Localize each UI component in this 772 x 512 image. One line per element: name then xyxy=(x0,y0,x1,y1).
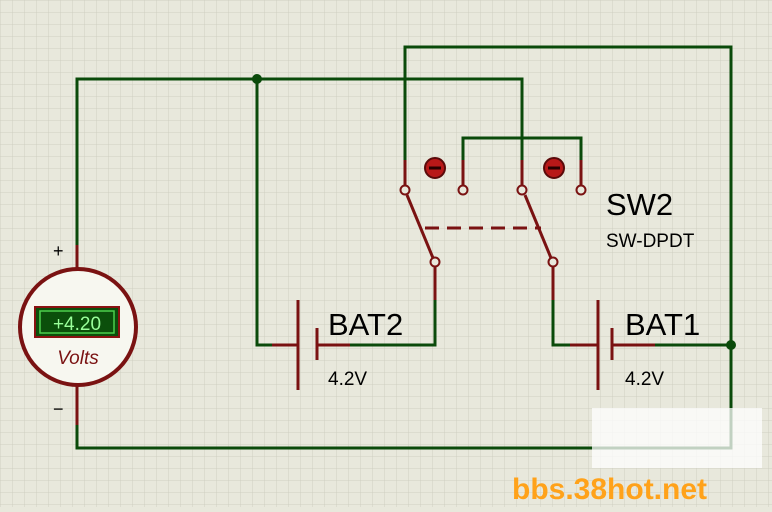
switch-terminal[interactable] xyxy=(399,184,411,196)
voltmeter-reading: +4.20 xyxy=(53,314,101,335)
wire-top-left xyxy=(75,77,524,247)
wire-top-outer xyxy=(403,45,733,347)
junction-dot[interactable] xyxy=(726,340,736,350)
battery-bat1[interactable] xyxy=(570,300,655,390)
voltmeter[interactable]: +4.20 Volts xyxy=(18,245,138,425)
voltmeter-display xyxy=(34,306,120,338)
switch-terminal[interactable] xyxy=(575,184,587,196)
bat1-voltage-label: 4.2V xyxy=(625,369,664,390)
switch-terminal[interactable] xyxy=(547,256,559,268)
switch-sw2[interactable] xyxy=(399,160,587,300)
watermark-fade xyxy=(592,408,762,468)
bat1-ref-label: BAT1 xyxy=(625,307,700,342)
switch-terminal[interactable] xyxy=(457,184,469,196)
switch-type-label: SW-DPDT xyxy=(606,231,695,252)
voltmeter-display-inner xyxy=(39,310,115,334)
switch-blade-left xyxy=(405,194,435,259)
voltmeter-plus-label: + xyxy=(53,241,64,261)
voltmeter-unit: Volts xyxy=(57,348,99,369)
watermark-text: bbs.38hot.net xyxy=(512,473,707,506)
junction-dot[interactable] xyxy=(252,74,262,84)
bat2-ref-label: BAT2 xyxy=(328,307,403,342)
switch-terminal[interactable] xyxy=(516,184,528,196)
bat2-voltage-label: 4.2V xyxy=(328,369,367,390)
switch-terminal[interactable] xyxy=(429,256,441,268)
switch-ref-label: SW2 xyxy=(606,187,673,222)
minus-circle-icon[interactable] xyxy=(424,157,446,179)
voltmeter-minus-label: − xyxy=(53,399,64,419)
battery-bat2[interactable] xyxy=(272,300,350,390)
minus-circle-icon[interactable] xyxy=(543,157,565,179)
